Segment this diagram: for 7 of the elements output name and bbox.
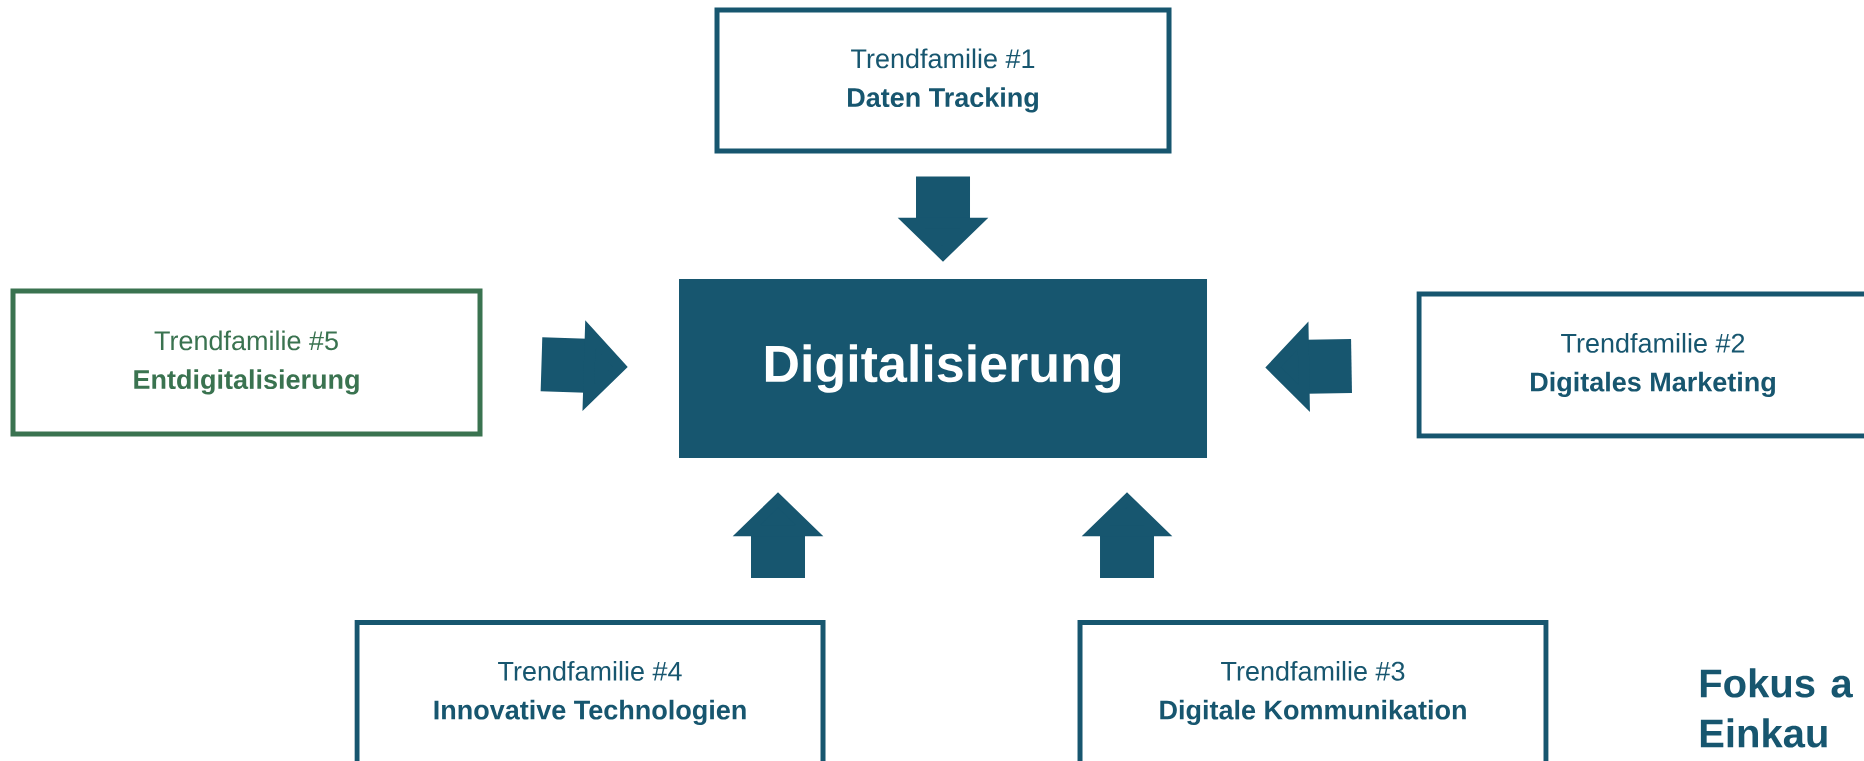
center-box: Digitalisierung	[679, 279, 1207, 458]
trend-box: Trendfamilie #5 Entdigitalisierung	[10, 288, 483, 437]
trend-box: Trendfamilie #3 Digitale Kommunikation	[1077, 620, 1549, 761]
heading-text: Fokus a Einkau	[1700, 668, 1853, 748]
trend-box: Trendfamilie #4 Innovative Technologien	[354, 620, 826, 761]
trend-box: Trendfamilie #2 Digitales Marketing	[1416, 291, 1864, 439]
trend-box: Trendfamilie #1 Daten Tracking	[714, 7, 1172, 154]
